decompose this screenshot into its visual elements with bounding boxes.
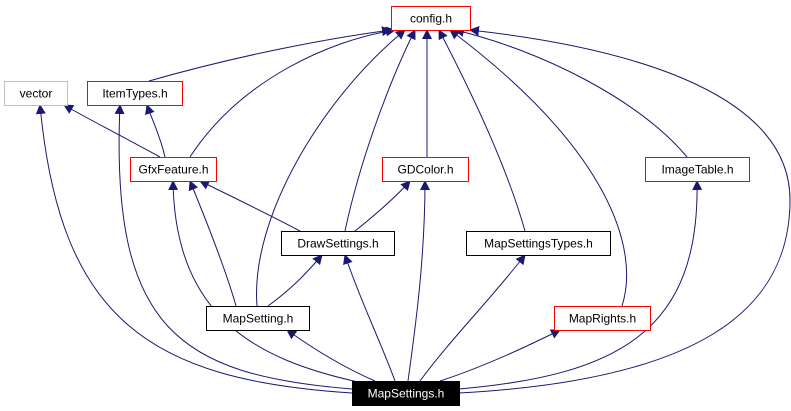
edge-imagetable-to-config <box>454 27 688 158</box>
edge-mapsettings-to-mapsettingstypes <box>419 254 526 382</box>
edge-mapsettings-to-itemtypes <box>114 104 353 390</box>
edge-mapsettingstypes-to-config <box>438 29 526 232</box>
edge-gfxfeature-to-vector <box>63 104 161 158</box>
edge-drawsettings-to-config <box>344 29 416 232</box>
node-box-config <box>391 6 471 31</box>
node-label-mapsetting: MapSetting.h <box>223 312 294 326</box>
node-label-mapsettings: MapSettings.h <box>368 387 445 401</box>
node-mapsettings[interactable]: MapSettings.h <box>352 381 460 406</box>
node-box-mapsettings <box>352 381 460 406</box>
node-label-itemtypes: ItemTypes.h <box>102 87 167 101</box>
node-box-gfxfeature <box>130 157 217 182</box>
node-label-config: config.h <box>410 12 452 26</box>
node-maprights[interactable]: MapRights.h <box>554 306 651 331</box>
edge-mapsettings-to-imagetable <box>458 180 703 390</box>
node-gdcolor[interactable]: GDColor.h <box>382 157 469 182</box>
node-config[interactable]: config.h <box>391 6 471 31</box>
node-label-drawsettings: DrawSettings.h <box>297 237 378 251</box>
node-label-imagetable: ImageTable.h <box>661 163 733 177</box>
node-label-gfxfeature: GfxFeature.h <box>138 163 208 177</box>
node-box-drawsettings <box>281 231 395 256</box>
edge-maprights-to-config <box>449 29 628 307</box>
node-box-mapsettingstypes <box>466 231 611 256</box>
node-vector[interactable]: vector <box>4 81 68 106</box>
node-drawsettings[interactable]: DrawSettings.h <box>281 231 395 256</box>
edge-gfxfeature-to-config <box>189 26 396 158</box>
node-label-mapsettingstypes: MapSettingsTypes.h <box>484 237 593 251</box>
node-imagetable[interactable]: ImageTable.h <box>645 157 750 182</box>
edge-mapsetting-to-drawsettings <box>267 254 323 307</box>
node-gfxfeature[interactable]: GfxFeature.h <box>130 157 217 182</box>
node-box-maprights <box>554 306 651 331</box>
edge-mapsetting-to-gfxfeature <box>188 180 237 307</box>
edge-mapsettings-to-drawsettings <box>343 254 396 382</box>
node-box-mapsetting <box>206 306 310 331</box>
edge-drawsettings-to-gdcolor <box>354 180 411 232</box>
edge-gfxfeature-to-itemtypes <box>145 104 166 158</box>
node-box-imagetable <box>645 157 750 182</box>
node-box-itemtypes <box>87 81 183 106</box>
node-label-vector: vector <box>20 87 53 101</box>
edge-drawsettings-to-gfxfeature <box>199 180 301 232</box>
node-box-vector <box>4 81 68 106</box>
edge-mapsettings-to-mapsetting <box>286 329 376 382</box>
node-mapsettingstypes[interactable]: MapSettingsTypes.h <box>466 231 611 256</box>
edge-mapsetting-to-config <box>256 29 406 307</box>
node-itemtypes[interactable]: ItemTypes.h <box>87 81 183 106</box>
node-box-gdcolor <box>382 157 469 182</box>
node-mapsetting[interactable]: MapSetting.h <box>206 306 310 331</box>
edge-itemtypes-to-config <box>148 26 392 82</box>
node-label-maprights: MapRights.h <box>569 312 636 326</box>
edge-mapsettings-to-config <box>458 26 791 394</box>
edge-mapsettings-to-maprights <box>439 329 561 382</box>
edge-mapsettings-to-vector <box>35 104 353 394</box>
edge-mapsettings-to-gfxfeature <box>168 180 359 383</box>
node-label-gdcolor: GDColor.h <box>397 163 453 177</box>
edge-mapsettings-to-gdcolor <box>407 180 430 382</box>
